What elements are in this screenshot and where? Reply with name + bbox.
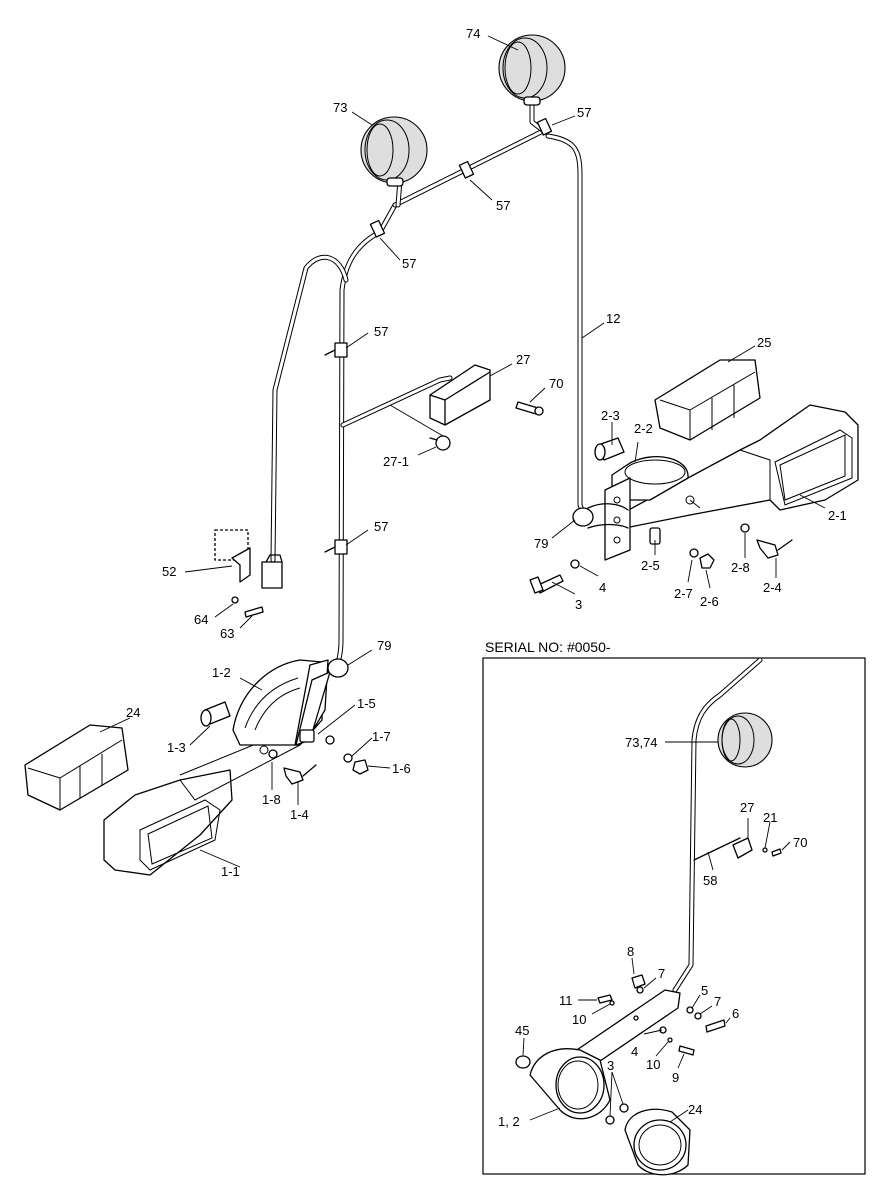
label-27: 27	[516, 352, 530, 367]
label-70: 70	[549, 376, 563, 391]
label-1-4: 1-4	[290, 807, 309, 822]
serial-inset: SERIAL NO: #0050-	[482, 639, 866, 1176]
inset-label-70: 70	[793, 835, 807, 850]
label-79-left: 79	[377, 638, 391, 653]
label-3: 3	[575, 597, 582, 612]
label-64: 64	[194, 612, 208, 627]
work-lamp-24	[24, 724, 129, 811]
label-1-8: 1-8	[262, 792, 281, 807]
label-2-7: 2-7	[674, 586, 693, 601]
label-2-5: 2-5	[641, 558, 660, 573]
label-57-top: 57	[577, 105, 591, 120]
inset-label-3: 3	[607, 1058, 614, 1073]
label-52: 52	[162, 564, 176, 579]
inset-lamp-24	[624, 1108, 691, 1176]
inset-label-6: 6	[732, 1006, 739, 1021]
inset-label-7-upper: 7	[658, 966, 665, 981]
inset-title: SERIAL NO: #0050-	[485, 639, 611, 655]
work-lamp-73	[360, 116, 428, 187]
inset-label-10-upper: 10	[572, 1012, 586, 1027]
label-63: 63	[220, 626, 234, 641]
label-73: 73	[333, 100, 347, 115]
work-lamp-25	[654, 359, 761, 441]
label-2-1: 2-1	[828, 508, 847, 523]
label-57-lower-post: 57	[374, 519, 388, 534]
connector-52	[214, 529, 283, 618]
inset-label-1-2: 1, 2	[498, 1114, 520, 1129]
inset-label-27: 27	[740, 800, 754, 815]
label-2-8: 2-8	[731, 560, 750, 575]
inset-frame	[482, 657, 866, 1175]
inset-label-24: 24	[688, 1102, 702, 1117]
label-74: 74	[466, 26, 480, 41]
label-2-4: 2-4	[763, 580, 782, 595]
work-lamp-74	[498, 34, 566, 106]
label-79-right: 79	[534, 536, 548, 551]
inset-label-9: 9	[672, 1070, 679, 1085]
cab-lamp-27	[389, 364, 544, 451]
label-1-5: 1-5	[357, 696, 376, 711]
inset-label-58: 58	[703, 873, 717, 888]
label-25: 25	[757, 335, 771, 350]
label-24-left: 24	[126, 705, 140, 720]
label-12: 12	[606, 311, 620, 326]
inset-lamp-73-74	[717, 712, 773, 768]
inset-lamp-1-2	[529, 1048, 611, 1120]
leader-lines	[99, 35, 826, 868]
label-4: 4	[599, 580, 606, 595]
label-27-1: 27-1	[383, 454, 409, 469]
inset-label-4: 4	[631, 1044, 638, 1059]
inset-label-45: 45	[515, 1023, 529, 1038]
label-2-2: 2-2	[634, 421, 653, 436]
inset-label-8: 8	[627, 944, 634, 959]
label-2-6: 2-6	[700, 594, 719, 609]
inset-label-5: 5	[701, 983, 708, 998]
right-lamp-bracket-assembly	[529, 404, 859, 594]
left-lamp-bracket-assembly	[103, 658, 369, 876]
label-57-upper-post: 57	[374, 324, 388, 339]
label-1-2: 1-2	[212, 665, 231, 680]
inset-label-11: 11	[559, 993, 573, 1008]
label-2-3: 2-3	[601, 408, 620, 423]
label-57-mid: 57	[496, 198, 510, 213]
label-57-left: 57	[402, 256, 416, 271]
inset-label-73-74: 73,74	[625, 735, 658, 750]
label-1-7: 1-7	[372, 729, 391, 744]
label-1-3: 1-3	[167, 740, 186, 755]
label-1-6: 1-6	[392, 761, 411, 776]
inset-label-7-lower: 7	[714, 994, 721, 1009]
callout-labels: 74 73 57 57 57 57 12 27 70 27-1 25 2-3 2…	[126, 26, 847, 879]
inset-label-21: 21	[763, 810, 777, 825]
light-bar-assembly	[270, 97, 587, 675]
label-1-1: 1-1	[221, 864, 240, 879]
inset-label-10-lower: 10	[646, 1057, 660, 1072]
